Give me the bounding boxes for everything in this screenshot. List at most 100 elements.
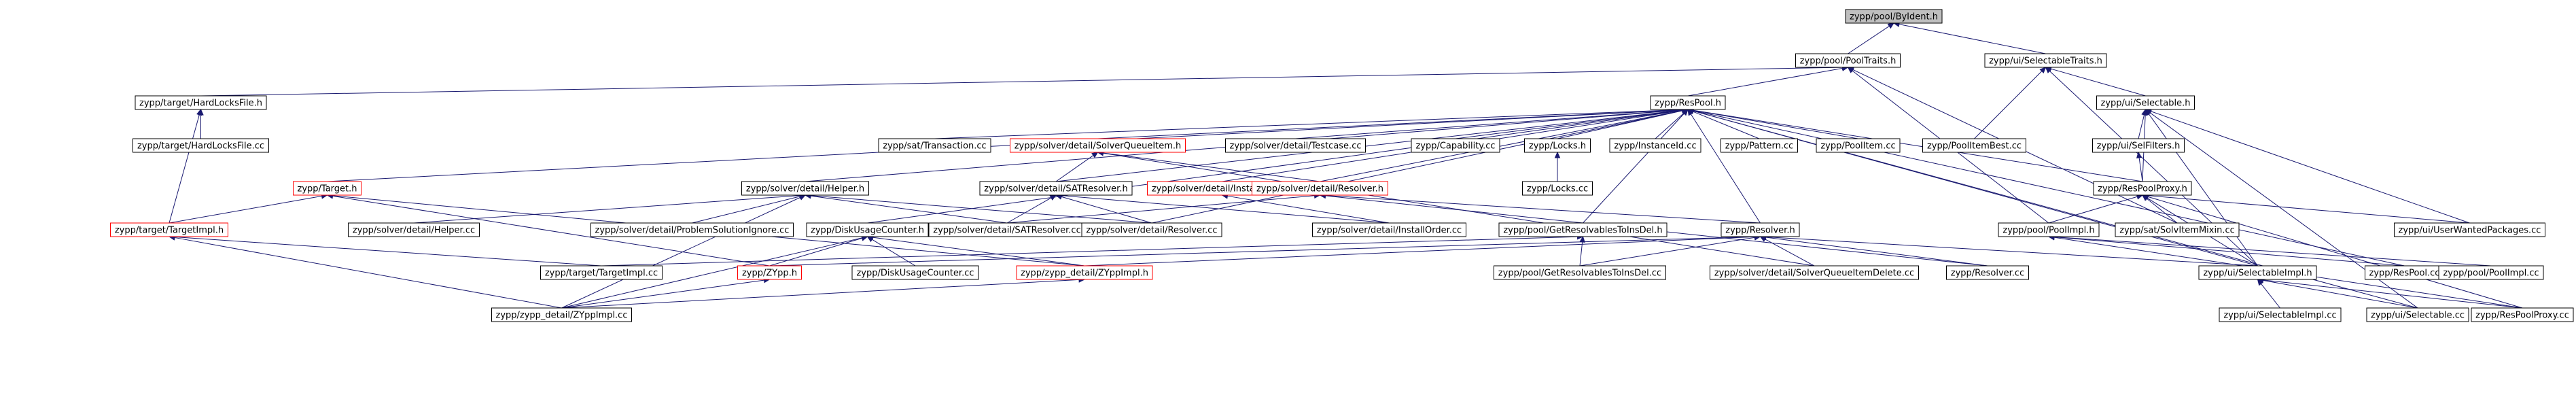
node-label: zypp/Locks.cc	[1527, 184, 1588, 194]
node-selfiltersh[interactable]: zypp/ui/SelFilters.h	[2092, 138, 2185, 153]
edge-detresolvercc-to-satresolverh	[1061, 196, 1152, 224]
node-solvitemmixin[interactable]: zypp/sat/SolvItemMixin.cc	[2115, 222, 2240, 237]
arrowhead	[2141, 194, 2149, 201]
node-diskusagecc[interactable]: zypp/DiskUsageCounter.cc	[851, 265, 979, 280]
node-helpercc[interactable]: zypp/solver/detail/Helper.cc	[348, 222, 480, 237]
node-detresolvercc[interactable]: zypp/solver/detail/Resolver.cc	[1081, 222, 1222, 237]
node-lockscc[interactable]: zypp/Locks.cc	[1522, 181, 1593, 196]
node-label: zypp/Target.h	[298, 184, 357, 194]
node-hardlockscc[interactable]: zypp/target/HardLocksFile.cc	[133, 138, 269, 153]
node-box	[2093, 181, 2192, 196]
edge-detresolverh-to-respoolh	[1320, 110, 1683, 182]
node-label: zypp/solver/detail/Resolver.cc	[1086, 226, 1217, 236]
node-capabilitycc[interactable]: zypp/Capability.cc	[1411, 138, 1500, 153]
node-uiseltraits[interactable]: zypp/ui/SelectableTraits.h	[1984, 53, 2107, 68]
node-box	[2394, 222, 2545, 237]
node-box	[2366, 307, 2469, 322]
node-zyppimplcc[interactable]: zypp/zypp_detail/ZYppImpl.cc	[491, 307, 632, 322]
node-respoolh[interactable]: zypp/ResPool.h	[1650, 95, 1726, 110]
node-respoolproxycc[interactable]: zypp/ResPoolProxy.cc	[2471, 307, 2574, 322]
node-box	[979, 181, 1133, 196]
node-respoolproxyh[interactable]: zypp/ResPoolProxy.h	[2093, 181, 2192, 196]
edge-zyppimplcc-to-zypph	[561, 279, 764, 309]
node-selectableimplcc[interactable]: zypp/ui/SelectableImpl.cc	[2219, 307, 2342, 322]
node-label: zypp/pool/GetResolvablesToInsDel.h	[1503, 226, 1662, 236]
node-label: zypp/DiskUsageCounter.cc	[856, 269, 974, 279]
node-squeuedelcc[interactable]: zypp/solver/detail/SolverQueueItemDelete…	[1710, 265, 1919, 280]
node-poolitembest[interactable]: zypp/PoolItemBest.cc	[1922, 138, 2026, 153]
node-poolitemcc[interactable]: zypp/PoolItem.cc	[1816, 138, 1901, 153]
node-label: zypp/ui/SelFilters.h	[2097, 141, 2181, 152]
edge-getresdelcc-to-resolverh	[1579, 237, 1755, 267]
node-targeth[interactable]: zypp/Target.h	[293, 181, 361, 196]
edge-detresolvercc-to-respoolh	[1151, 110, 1683, 224]
edge-getresdelh-to-respoolh	[1583, 113, 1684, 224]
edge-respoolcc-to-respoolh	[1693, 110, 2405, 267]
node-box	[135, 95, 267, 110]
node-root[interactable]: zypp/pool/ByIdent.h	[1845, 9, 1943, 24]
node-zypph[interactable]: zypp/ZYpp.h	[737, 265, 802, 280]
arrowhead	[2045, 67, 2052, 73]
edge-installordercc-to-installorderh	[1227, 195, 1390, 224]
node-box	[1816, 138, 1901, 153]
node-box	[293, 181, 361, 196]
node-instanceidcc[interactable]: zypp/InstanceId.cc	[1609, 138, 1701, 153]
node-label: zypp/solver/detail/Testcase.cc	[1230, 141, 1362, 152]
edge-uiseltraits-to-root	[1899, 24, 2046, 54]
arrowhead	[1554, 151, 1561, 158]
edge-satresolvercc-to-satresolverh	[1006, 197, 1052, 224]
node-resolverh[interactable]: zypp/Resolver.h	[1721, 222, 1800, 237]
node-hardlocksh[interactable]: zypp/target/HardLocksFile.h	[135, 95, 267, 110]
node-squeueitemh[interactable]: zypp/solver/detail/SolverQueueItem.h	[1010, 138, 1186, 153]
node-label: zypp/solver/detail/Helper.cc	[353, 226, 475, 236]
edge-targetimplcc-to-getresdelh	[601, 236, 1578, 267]
node-box	[2219, 307, 2342, 322]
node-label: zypp/ui/SelectableTraits.h	[1989, 56, 2102, 67]
edge-respoolh-to-pooltraits	[1687, 67, 1843, 97]
edge-helpercc-to-sathelperh	[413, 195, 800, 224]
node-getresdelh[interactable]: zypp/pool/GetResolvablesToInsDel.h	[1498, 222, 1668, 237]
node-targetimplh[interactable]: zypp/target/TargetImpl.h	[110, 222, 228, 237]
node-probsolcc[interactable]: zypp/solver/detail/ProblemSolutionIgnore…	[590, 222, 794, 237]
node-box	[1946, 265, 2029, 280]
node-testcasecc[interactable]: zypp/solver/detail/Testcase.cc	[1225, 138, 1366, 153]
node-getresdelcc[interactable]: zypp/pool/GetResolvablesToInsDel.cc	[1494, 265, 1666, 280]
node-transactioncc[interactable]: zypp/sat/Transaction.cc	[878, 138, 991, 153]
node-zyppimplh[interactable]: zypp/zypp_detail/ZYppImpl.h	[1016, 265, 1153, 280]
node-label: zypp/pool/PoolImpl.cc	[2443, 269, 2539, 279]
node-targetimplcc[interactable]: zypp/target/TargetImpl.cc	[540, 265, 663, 280]
node-label: zypp/zypp_detail/ZYppImpl.cc	[496, 311, 628, 321]
node-label: zypp/pool/ByIdent.h	[1850, 12, 1938, 22]
node-patterncc[interactable]: zypp/Pattern.cc	[1721, 138, 1798, 153]
node-selectablecc[interactable]: zypp/ui/Selectable.cc	[2366, 307, 2469, 322]
node-satresolverh[interactable]: zypp/solver/detail/SATResolver.h	[979, 181, 1133, 196]
node-label: zypp/sat/Transaction.cc	[883, 141, 986, 152]
node-selectableh[interactable]: zypp/ui/Selectable.h	[2096, 95, 2195, 110]
edge-squeueitemh-to-respoolh	[1097, 109, 1683, 139]
edge-resolverh-to-detresolverh	[1325, 195, 1761, 224]
edge-instanceidcc-to-respoolh	[1655, 112, 1684, 139]
node-detresolverh[interactable]: zypp/solver/detail/Resolver.h	[1252, 181, 1388, 196]
node-satresolvercc[interactable]: zypp/solver/detail/SATResolver.cc	[928, 222, 1086, 237]
node-respoolcc[interactable]: zypp/ResPool.cc	[2365, 265, 2444, 280]
node-sathelperh[interactable]: zypp/solver/detail/Helper.h	[741, 181, 869, 196]
node-selectableimplh[interactable]: zypp/ui/SelectableImpl.h	[2198, 265, 2317, 280]
node-diskusageh[interactable]: zypp/DiskUsageCounter.h	[806, 222, 929, 237]
node-box	[1721, 138, 1798, 153]
edge-zyppimplcc-to-zyppimplh	[561, 279, 1080, 309]
node-resolvercc[interactable]: zypp/Resolver.cc	[1946, 265, 2029, 280]
edge-capabilitycc-to-respoolh	[1455, 109, 1683, 139]
node-installordercc[interactable]: zypp/solver/detail/InstallOrder.cc	[1312, 222, 1466, 237]
node-pooltraits[interactable]: zypp/pool/PoolTraits.h	[1795, 53, 1901, 68]
node-label: zypp/pool/PoolTraits.h	[1800, 56, 1896, 67]
node-userwanted[interactable]: zypp/ui/UserWantedPackages.cc	[2394, 222, 2545, 237]
edge-zypph-to-targeth	[332, 195, 770, 267]
node-box	[540, 265, 663, 280]
node-label: zypp/zypp_detail/ZYppImpl.h	[1021, 269, 1148, 279]
node-poolimplcc[interactable]: zypp/pool/PoolImpl.cc	[2438, 265, 2544, 280]
node-locksh[interactable]: zypp/Locks.h	[1524, 138, 1591, 153]
node-poolimplh[interactable]: zypp/pool/PoolImpl.h	[1998, 222, 2100, 237]
node-label: zypp/Capability.cc	[1415, 141, 1495, 152]
node-box	[110, 222, 228, 237]
edge-hardlocksh-to-pooltraits	[200, 67, 1843, 97]
